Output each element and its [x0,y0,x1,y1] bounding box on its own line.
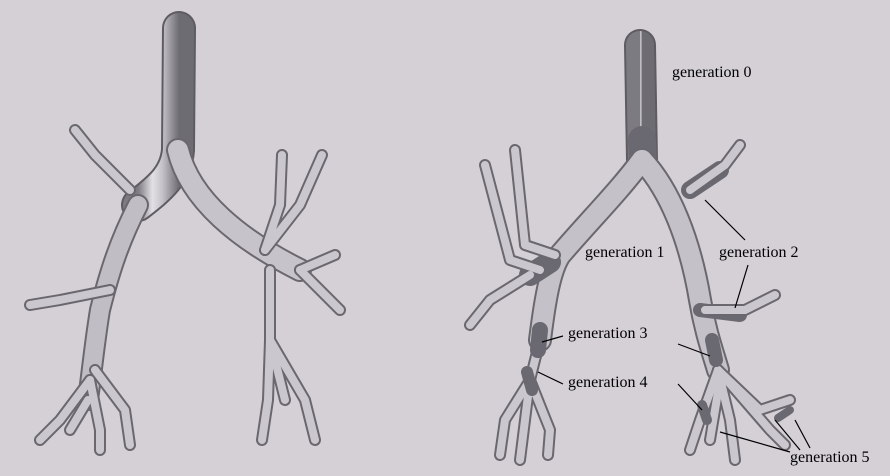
generation-5-segment [778,410,790,418]
generation-3-segment-right [712,340,716,360]
label-generation-4: generation 4 [568,375,648,391]
label-generation-0: generation 0 [672,65,752,81]
gen4-leader-right [678,384,702,410]
label-generation-1: generation 1 [585,245,665,261]
gen2-leader-lower [735,265,748,308]
gen5-leader-c [795,420,810,448]
label-generation-3: generation 3 [568,326,648,342]
generation-4-segment [527,372,532,390]
gen4-leader-left [538,372,563,384]
left-airway-tree [30,28,340,450]
generation-4-segment-right [702,405,707,420]
gen2-leader-upper [705,200,745,240]
label-generation-5: generation 5 [790,450,870,466]
generation-3-segment [538,330,540,350]
label-generation-2: generation 2 [719,245,799,261]
